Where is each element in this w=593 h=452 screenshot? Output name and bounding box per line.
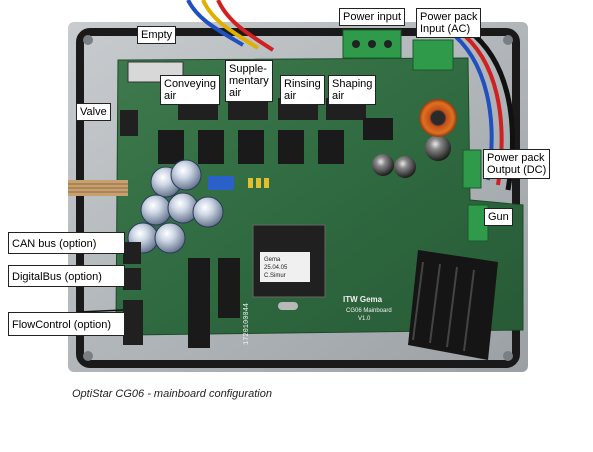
- label-power-input: Power input: [339, 8, 406, 26]
- jumpers: [248, 178, 269, 188]
- board-logo: ITW Gema: [343, 295, 383, 304]
- label-gun: Gun: [484, 208, 513, 226]
- wire-bundle: [216, 0, 275, 52]
- connector-flow-control: [123, 300, 143, 345]
- toroid-coil: [419, 99, 457, 137]
- enclosure-gasket: [76, 28, 520, 368]
- board-model-line1: CG06 Mainboard: [346, 308, 392, 314]
- ic-row: [158, 118, 393, 164]
- ribbon-cable: [68, 180, 128, 196]
- dip-switch: [208, 176, 234, 190]
- black-capacitors: [372, 135, 451, 178]
- chip-label-line2: 25.04.05: [264, 265, 288, 271]
- eprom-chip: [188, 258, 210, 348]
- wire-bundle: [201, 0, 260, 50]
- case-screw: [83, 351, 93, 361]
- label-empty: Empty: [137, 26, 177, 44]
- crystal: [278, 302, 298, 310]
- board-model-line2: V1.0: [358, 316, 371, 322]
- figure-caption: OptiStar CG06 - mainboard configuration: [72, 388, 272, 400]
- mainboard-photo: Gema 25.04.05 C.Simur ITW Gema CG06 Main…: [68, 0, 528, 372]
- wire-bundle: [186, 0, 245, 47]
- label-valve: Valve: [76, 103, 111, 121]
- case-screw: [503, 351, 513, 361]
- heat-sink: [408, 250, 498, 360]
- connector-digital-bus: [123, 268, 141, 290]
- label-flow-control: FlowControl (option): [8, 312, 125, 336]
- dip-chip: [218, 258, 240, 318]
- chip-label-line3: C.Simur: [264, 273, 286, 279]
- case-screw: [503, 35, 513, 45]
- connector-can-bus: [123, 242, 141, 264]
- connector-valve: [120, 110, 138, 136]
- case-screw: [83, 35, 93, 45]
- connector-power-pack-out: [462, 149, 482, 189]
- board-serial: 1720100044: [243, 303, 251, 345]
- label-digital-bus: DigitalBus (option): [8, 265, 125, 287]
- connector-power-pack-in: [412, 39, 454, 71]
- connector-supplementary: [228, 98, 268, 120]
- label-can-bus: CAN bus (option): [8, 232, 125, 254]
- chip-label-line1: Gema: [264, 257, 281, 263]
